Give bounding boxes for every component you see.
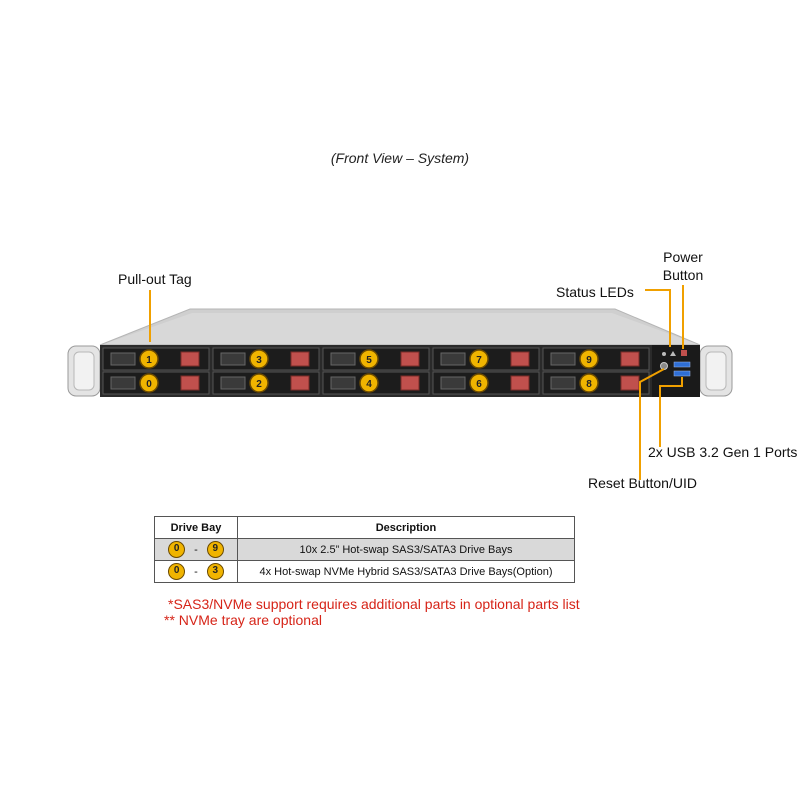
legend-header-row: Drive Bay Description xyxy=(154,516,575,539)
drive-bay-release-tab xyxy=(400,375,420,391)
legend-row: 0-9 10x 2.5” Hot-swap SAS3/SATA3 Drive B… xyxy=(154,538,575,561)
drive-bay[interactable]: 7 xyxy=(432,347,540,371)
bay-number-badge xyxy=(579,373,599,393)
bay-number-label: 3 xyxy=(256,355,262,366)
drive-bay[interactable]: 4 xyxy=(322,371,430,395)
power-button-icon xyxy=(681,350,687,356)
usb-port-icon xyxy=(673,370,691,377)
bay-number-badge xyxy=(249,349,269,369)
usb-ports-label: 2x USB 3.2 Gen 1 Ports xyxy=(648,444,798,460)
legend-header-description: Description xyxy=(237,516,575,539)
bay-number-badge: 3 xyxy=(206,563,224,580)
bay-number-label: 0 xyxy=(146,379,152,390)
figure-caption: (Front View – System) xyxy=(330,150,470,166)
status-led-2 xyxy=(670,351,676,356)
drive-bay[interactable]: 3 xyxy=(212,347,320,371)
drive-bay[interactable]: 0 xyxy=(102,371,210,395)
power-button-label: Power Button xyxy=(662,249,704,283)
drive-bay[interactable]: 2 xyxy=(212,371,320,395)
drive-bay-release-tab xyxy=(180,375,200,391)
note-nvme-tray: ** NVMe tray are optional xyxy=(164,612,322,628)
reset-button-callout-line xyxy=(639,368,665,480)
bay-number-label: 4 xyxy=(366,379,372,390)
bay-number-label: 9 xyxy=(586,355,592,366)
bay-number-badge: 0 xyxy=(168,541,186,558)
drive-bay-legend-table: Drive Bay Description 0-9 10x 2.5” Hot-s… xyxy=(154,516,575,583)
legend-description: 10x 2.5” Hot-swap SAS3/SATA3 Drive Bays xyxy=(237,538,575,561)
reset-button-icon xyxy=(660,362,668,370)
drive-bay[interactable]: 8 xyxy=(542,371,650,395)
pull-out-tag-label: Pull-out Tag xyxy=(118,271,192,287)
status-leds-callout-line xyxy=(645,289,671,347)
legend-description: 4x Hot-swap NVMe Hybrid SAS3/SATA3 Drive… xyxy=(237,560,575,583)
bay-number-label: 8 xyxy=(586,379,592,390)
drive-bay[interactable]: 5 xyxy=(322,347,430,371)
bay-number-badge: 0 xyxy=(168,563,186,580)
drive-bay-release-tab xyxy=(400,351,420,367)
bay-number-badge xyxy=(139,349,159,369)
drive-bay[interactable]: 6 xyxy=(432,371,540,395)
legend-row: 0-3 4x Hot-swap NVMe Hybrid SAS3/SATA3 D… xyxy=(154,560,575,583)
note-sas3-nvme: *SAS3/NVMe support requires additional p… xyxy=(168,596,580,612)
bay-number-label: 5 xyxy=(366,355,372,366)
drive-bay[interactable]: 1 xyxy=(102,347,210,371)
usb-callout-line xyxy=(659,377,683,447)
bay-number-badge xyxy=(469,349,489,369)
drive-bay-grid: 1 3 5 7 9 0 2 4 6 8 xyxy=(102,347,650,395)
range-separator: - xyxy=(194,565,198,578)
drive-bay-release-tab xyxy=(620,375,640,391)
status-led-1 xyxy=(662,352,666,356)
reset-button-label: Reset Button/UID xyxy=(588,475,697,491)
drive-bay[interactable]: 9 xyxy=(542,347,650,371)
drive-bay-release-tab xyxy=(290,351,310,367)
range-separator: - xyxy=(194,543,198,556)
legend-header-bay: Drive Bay xyxy=(154,516,238,539)
drive-bay-release-tab xyxy=(180,351,200,367)
drive-bay-release-tab xyxy=(510,351,530,367)
bay-number-label: 1 xyxy=(146,355,152,366)
drive-bay-release-tab xyxy=(620,351,640,367)
bay-number-badge xyxy=(469,373,489,393)
status-leds-label: Status LEDs xyxy=(556,284,634,300)
bay-number-label: 2 xyxy=(256,379,262,390)
bay-number-badge xyxy=(139,373,159,393)
bay-number-badge xyxy=(359,373,379,393)
bay-number-label: 6 xyxy=(476,379,482,390)
chassis-top-panel xyxy=(104,313,697,344)
bay-number-badge: 9 xyxy=(206,541,224,558)
bay-number-badge xyxy=(249,373,269,393)
bay-number-label: 7 xyxy=(476,355,482,366)
bay-number-badge xyxy=(579,349,599,369)
bay-number-badge xyxy=(359,349,379,369)
usb-port-icon xyxy=(673,361,691,368)
drive-bay-release-tab xyxy=(510,375,530,391)
drive-bay-release-tab xyxy=(290,375,310,391)
